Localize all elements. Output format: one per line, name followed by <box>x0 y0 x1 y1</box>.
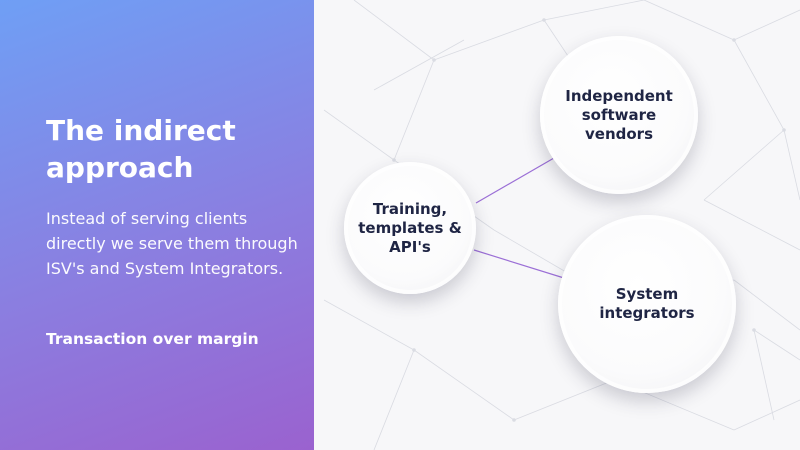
connector-training-vendors <box>475 157 555 204</box>
slide-tagline: Transaction over margin <box>46 330 259 348</box>
slide-body-text: Instead of serving clients directly we s… <box>46 209 298 278</box>
node-system-integrators: System integrators <box>558 215 736 393</box>
node-independent-software-vendors: Independent software vendors <box>540 36 698 194</box>
connector-training-integrators <box>473 249 565 279</box>
node-training-templates-apis: Training, templates & API's <box>344 162 476 294</box>
left-panel: The indirect approach Instead of serving… <box>0 0 314 450</box>
node-label: Training, templates & API's <box>358 199 462 256</box>
slide-title: The indirect approach <box>46 114 236 184</box>
diagram-panel: Independent software vendors Training, t… <box>314 0 800 450</box>
node-label: Independent software vendors <box>565 86 673 143</box>
node-label: System integrators <box>599 285 695 322</box>
